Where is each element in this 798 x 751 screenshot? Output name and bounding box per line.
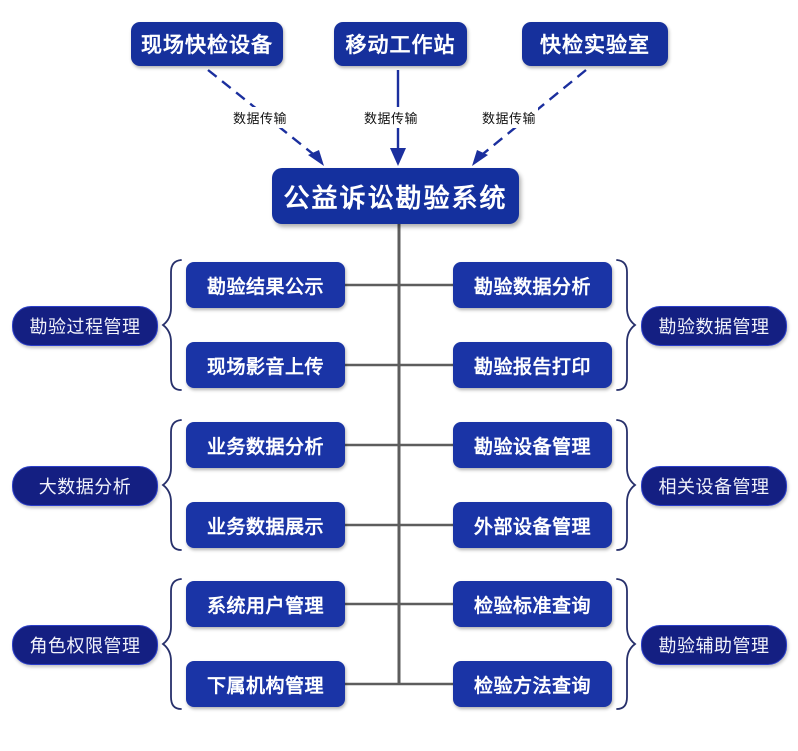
- brace-left-3: [161, 578, 182, 710]
- module-box-xiashu-jigou-guanli[interactable]: 下属机构管理: [186, 661, 345, 707]
- module-box-jianyan-fangfa-chaxun[interactable]: 检验方法查询: [453, 661, 612, 707]
- module-box-label: 勘验报告打印: [473, 356, 591, 378]
- module-box-kanyan-jieguo-gongshi[interactable]: 勘验结果公示: [186, 262, 345, 308]
- source-box-3[interactable]: 快检实验室: [522, 22, 668, 66]
- source-box-2[interactable]: 移动工作站: [334, 22, 467, 66]
- category-pill-label: 勘验辅助管理: [658, 636, 770, 656]
- edge-label-3: 数据传输: [480, 107, 539, 128]
- system-title-label: 公益诉讼勘验系统: [283, 182, 508, 213]
- category-pill-fuzhu[interactable]: 勘验辅助管理: [641, 625, 787, 665]
- category-pill-kanyan-guocheng[interactable]: 勘验过程管理: [12, 306, 158, 346]
- source-box-3-label: 快检实验室: [540, 34, 650, 57]
- module-box-xianchang-yingyin-shangchuan[interactable]: 现场影音上传: [186, 342, 345, 388]
- module-box-xitong-yonghu-guanli[interactable]: 系统用户管理: [186, 581, 345, 627]
- edge-label-1: 数据传输: [231, 107, 290, 128]
- module-box-label: 下属机构管理: [206, 675, 324, 697]
- source-box-2-label: 移动工作站: [345, 34, 456, 57]
- brace-left-1: [161, 259, 182, 391]
- edge-label-3-text: 数据传输: [482, 111, 537, 126]
- brace-left-2: [161, 419, 182, 551]
- module-box-label: 勘验结果公示: [206, 276, 324, 298]
- category-pill-juese-quanxian[interactable]: 角色权限管理: [12, 625, 158, 665]
- category-pill-kanyan-shuju[interactable]: 勘验数据管理: [641, 306, 787, 346]
- module-box-label: 外部设备管理: [473, 516, 591, 538]
- category-pill-label: 相关设备管理: [658, 477, 770, 497]
- module-box-label: 业务数据分析: [206, 436, 324, 458]
- category-pill-shebei[interactable]: 相关设备管理: [641, 466, 787, 506]
- module-box-label: 业务数据展示: [206, 516, 324, 538]
- category-pill-label: 勘验数据管理: [658, 317, 770, 337]
- edge-label-1-text: 数据传输: [233, 111, 288, 126]
- module-box-label: 检验标准查询: [473, 595, 591, 617]
- module-box-kanyan-shebei-guanli[interactable]: 勘验设备管理: [453, 422, 612, 468]
- edge-label-2: 数据传输: [362, 107, 421, 128]
- module-box-jianyan-biaozhun-chaxun[interactable]: 检验标准查询: [453, 581, 612, 627]
- source-box-1[interactable]: 现场快检设备: [131, 22, 283, 66]
- module-box-label: 勘验数据分析: [473, 276, 591, 298]
- system-title-box[interactable]: 公益诉讼勘验系统: [272, 168, 519, 224]
- module-box-kanyan-baogao-dayin[interactable]: 勘验报告打印: [453, 342, 612, 388]
- category-pill-label: 勘验过程管理: [29, 317, 141, 337]
- category-pill-label: 大数据分析: [38, 477, 132, 497]
- module-box-label: 检验方法查询: [473, 675, 591, 697]
- module-box-waibu-shebei-guanli[interactable]: 外部设备管理: [453, 502, 612, 548]
- edge-label-2-text: 数据传输: [364, 111, 419, 126]
- module-box-label: 系统用户管理: [206, 595, 324, 617]
- module-box-kanyan-shuju-fenxi[interactable]: 勘验数据分析: [453, 262, 612, 308]
- module-box-yewu-shuju-zhanshi[interactable]: 业务数据展示: [186, 502, 345, 548]
- source-box-1-label: 现场快检设备: [141, 34, 273, 57]
- module-box-label: 勘验设备管理: [473, 436, 591, 458]
- brace-right-1: [616, 259, 637, 391]
- brace-right-2: [616, 419, 637, 551]
- category-pill-label: 角色权限管理: [29, 636, 141, 656]
- category-pill-dashuju[interactable]: 大数据分析: [12, 466, 158, 506]
- module-box-yewu-shuju-fenxi[interactable]: 业务数据分析: [186, 422, 345, 468]
- brace-right-3: [616, 578, 637, 710]
- module-box-label: 现场影音上传: [206, 356, 324, 378]
